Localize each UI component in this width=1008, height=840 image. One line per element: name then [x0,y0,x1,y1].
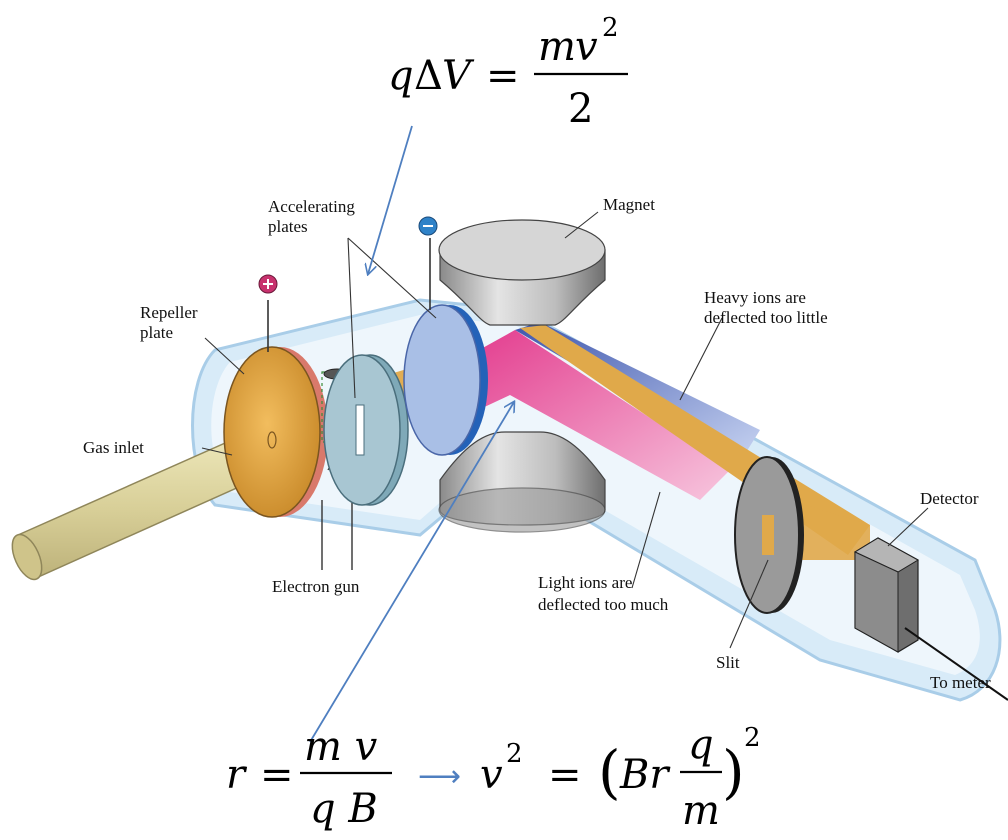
eq3-exp: 2 [506,739,523,769]
radius-equation: r = m v q B [226,724,392,832]
label-slit: Slit [716,653,740,672]
eq3-num: q [688,722,714,768]
repeller-plate [223,300,328,518]
label-light-2: deflected too much [538,595,669,614]
eq1-num-v: v [575,24,598,70]
label-electron-gun: Electron gun [272,577,360,596]
eq3-br: Br [619,752,671,798]
eq2-den: q B [310,786,378,832]
accelerating-plate-1 [323,354,409,506]
eq2-num: m v [304,724,378,770]
eq1-equals: = [486,53,520,99]
slit [734,456,804,614]
eq3-rparen: ) [722,738,745,806]
detector [853,537,1008,701]
eq1-v: V [442,53,475,99]
accelerating-plate-2 [403,238,488,456]
label-gas-inlet: Gas inlet [83,438,144,457]
label-accelerating-2: plates [268,217,308,236]
label-heavy-2: deflected too little [704,308,828,327]
label-heavy-1: Heavy ions are [704,288,806,307]
energy-arrow [368,125,413,274]
eq2-r: r [226,752,248,798]
magnet-top [438,219,606,326]
eq3-den: m [682,788,720,834]
eq3-v: v [480,752,503,798]
energy-equation: q Δ V = m v 2 2 [388,13,628,132]
negative-terminal-icon [418,216,438,236]
implies-arrow-icon: ⟶ [418,759,461,794]
eq1-q: q [388,53,414,99]
eq1-den: 2 [568,86,593,132]
label-to-meter: To meter [930,673,991,692]
annotation-arrows [309,125,514,743]
label-light-1: Light ions are [538,573,632,592]
label-accelerating-1: Accelerating [268,197,355,216]
eq3-equals: = [548,752,582,798]
eq2-equals: = [260,752,294,798]
positive-terminal-icon [258,274,278,294]
eq1-num-exp: 2 [602,13,619,43]
label-detector: Detector [920,489,979,508]
label-repeller-2: plate [140,323,173,342]
eq3-outer-exp: 2 [744,723,761,753]
label-magnet: Magnet [603,195,655,214]
radius-arrow [309,402,514,743]
eq1-delta: Δ [414,53,443,99]
velocity-equation: v 2 = ( Br q m ) 2 [480,722,761,834]
leader-lines [201,211,929,649]
eq1-num-m: m [538,24,576,70]
diagram-labels: Accelerating plates Magnet Repeller plat… [83,195,991,692]
eq3-lparen: ( [598,738,621,806]
label-repeller-1: Repeller [140,303,198,322]
gas-inlet-pipe [11,439,251,581]
